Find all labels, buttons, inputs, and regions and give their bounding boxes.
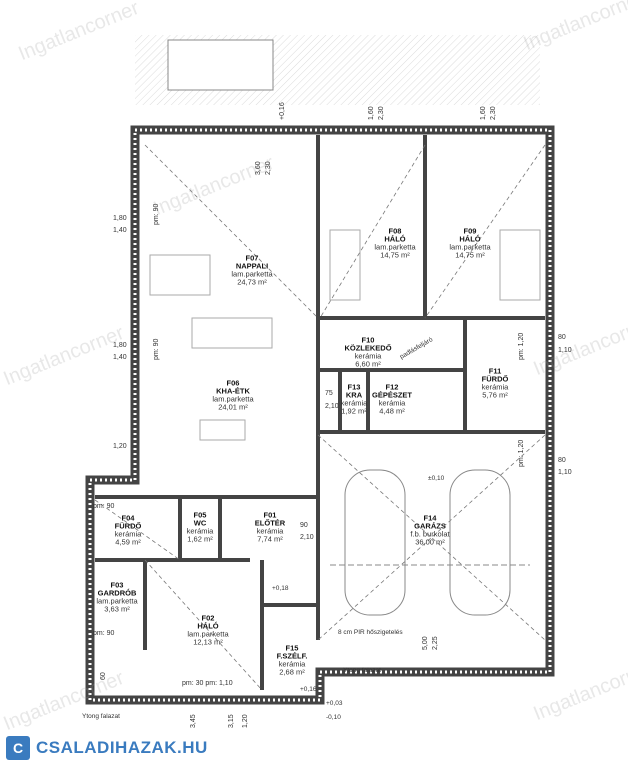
wall-note: Ytong falazat — [343, 667, 381, 674]
garage-cars — [330, 469, 530, 616]
dimension: 1,20 — [113, 443, 127, 450]
dimension: 2,10 — [325, 403, 339, 410]
site-logo: C CSALADIHAZAK.HU — [6, 735, 228, 761]
dimension: 2,25 — [432, 636, 439, 650]
dimension: 1,60 — [368, 106, 375, 120]
dimension: 2,30 — [490, 106, 497, 120]
dimension: 2,10 — [300, 534, 314, 541]
dimension: pm: 90 — [93, 630, 115, 637]
dimension: pm: 90 — [153, 338, 160, 360]
level-mark: -0,10 — [326, 714, 341, 721]
dimension: 60 — [100, 672, 107, 680]
dimension: pm: 1,20 — [518, 332, 525, 360]
outdoor-table — [167, 39, 274, 91]
logo-text: CSALADIHAZAK.HU — [36, 738, 208, 757]
dimension: 80 — [558, 457, 566, 464]
dimension: 1,10 — [558, 469, 572, 476]
dimension: 1,80 — [113, 342, 127, 349]
dimension: +0,16 — [279, 102, 286, 120]
dimension: pm: 90 — [153, 203, 160, 225]
furniture — [149, 229, 541, 441]
dimension: 2,30 — [265, 161, 272, 175]
dimension: 1,40 — [113, 354, 127, 361]
dimension: 5,00 — [422, 636, 429, 650]
dimension: 3,45 — [190, 714, 197, 728]
dimension: 2,30 — [378, 106, 385, 120]
dimension: 90 — [300, 522, 308, 529]
level-mark: +0,03 — [326, 700, 343, 707]
dimension: 3,60 — [255, 161, 262, 175]
dimension: pm: 30 pm: 1,10 — [182, 680, 233, 687]
dimension: 1,80 — [113, 215, 127, 222]
logo-icon: C — [6, 736, 30, 760]
room-diagonals — [94, 144, 546, 691]
dimension: 80 — [558, 334, 566, 341]
level-mark: ±0,10 — [428, 475, 445, 482]
dimension: 1,10 — [558, 347, 572, 354]
dimension: 1,40 — [113, 227, 127, 234]
dimension: 3,15 — [228, 714, 235, 728]
interior-walls — [95, 135, 545, 690]
dimension: pm: 90 — [93, 503, 115, 510]
dimension: 75 — [325, 390, 333, 397]
level-mark: +0,18 — [272, 585, 289, 592]
dimension: pm: 1,20 — [518, 439, 525, 467]
insulation-note: 8 cm PIR hőszigetelés — [338, 629, 403, 636]
dimension: 1,20 — [242, 714, 249, 728]
dimension: 1,60 — [480, 106, 487, 120]
level-mark: +0,16 — [300, 686, 317, 693]
wall-note: Ytong falazat — [82, 713, 120, 720]
